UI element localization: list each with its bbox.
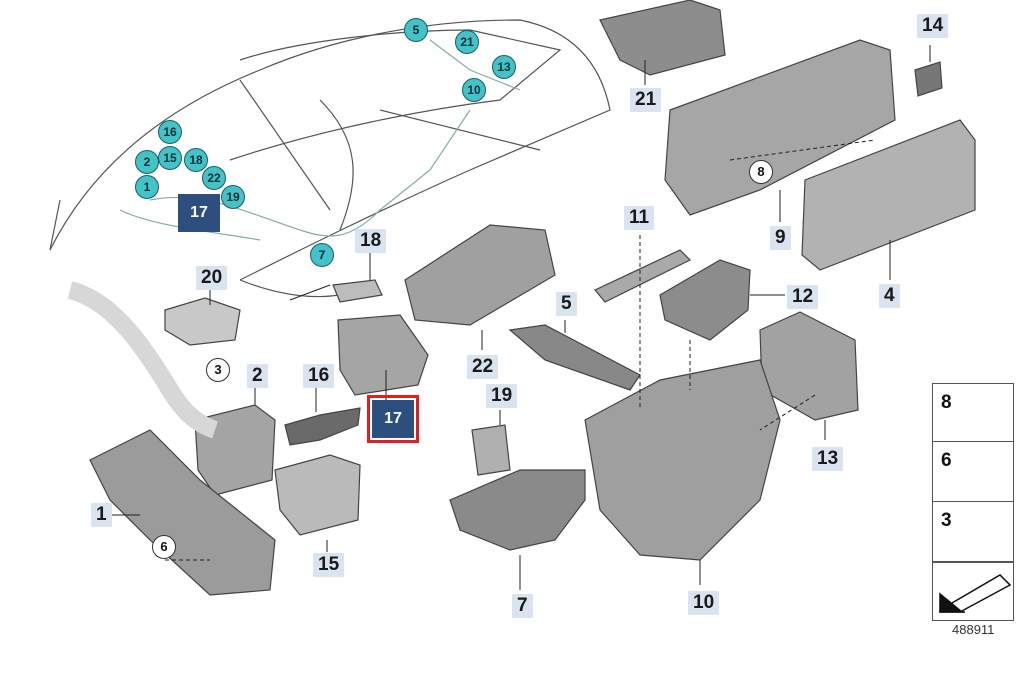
callout-10: 10 [462, 78, 486, 102]
part-label-14: 14 [917, 14, 949, 38]
part-label-2: 2 [247, 364, 268, 388]
part-label-13: 13 [812, 447, 844, 471]
part-label-10: 10 [688, 591, 720, 615]
callout-1: 1 [135, 175, 159, 199]
fastener-label-8: 8 [941, 392, 952, 413]
part-label-16: 16 [303, 364, 335, 388]
part-label-4: 4 [879, 284, 900, 308]
part-label-5: 5 [556, 292, 577, 316]
ring-callout-3: 3 [206, 358, 230, 382]
fastener-cell-3: 3 [932, 501, 1014, 563]
part-label-12: 12 [787, 285, 819, 309]
tag-17-car: 17 [178, 194, 220, 232]
fastener-label-3: 3 [941, 510, 952, 531]
fastener-cell-8: 8 [932, 383, 1014, 443]
part-label-22: 22 [467, 355, 499, 379]
part-label-18: 18 [355, 229, 387, 253]
reference-number: 488911 [952, 622, 995, 637]
callout-22: 22 [202, 166, 226, 190]
callout-13: 13 [492, 55, 516, 79]
part-label-15: 15 [313, 553, 345, 577]
callout-5: 5 [404, 18, 428, 42]
part-label-9: 9 [770, 226, 791, 250]
callout-19: 19 [221, 185, 245, 209]
part-label-21: 21 [630, 88, 662, 112]
part-label-20: 20 [196, 266, 228, 290]
fastener-cell-6: 6 [932, 441, 1014, 503]
part-label-7: 7 [512, 594, 533, 618]
part-label-11: 11 [624, 206, 655, 230]
callout-2: 2 [135, 150, 159, 174]
return-arrow-cell [932, 561, 1014, 621]
ring-callout-8: 8 [749, 160, 773, 184]
callout-16: 16 [158, 120, 182, 144]
part-label-19: 19 [486, 384, 518, 408]
fastener-label-6: 6 [941, 450, 952, 471]
callout-21: 21 [455, 30, 479, 54]
tag-17-highlighted: 17 [367, 395, 419, 443]
callout-7: 7 [310, 243, 334, 267]
part-label-1: 1 [91, 503, 112, 527]
callout-18: 18 [184, 148, 208, 172]
ring-callout-6: 6 [152, 535, 176, 559]
callout-15: 15 [158, 146, 182, 170]
